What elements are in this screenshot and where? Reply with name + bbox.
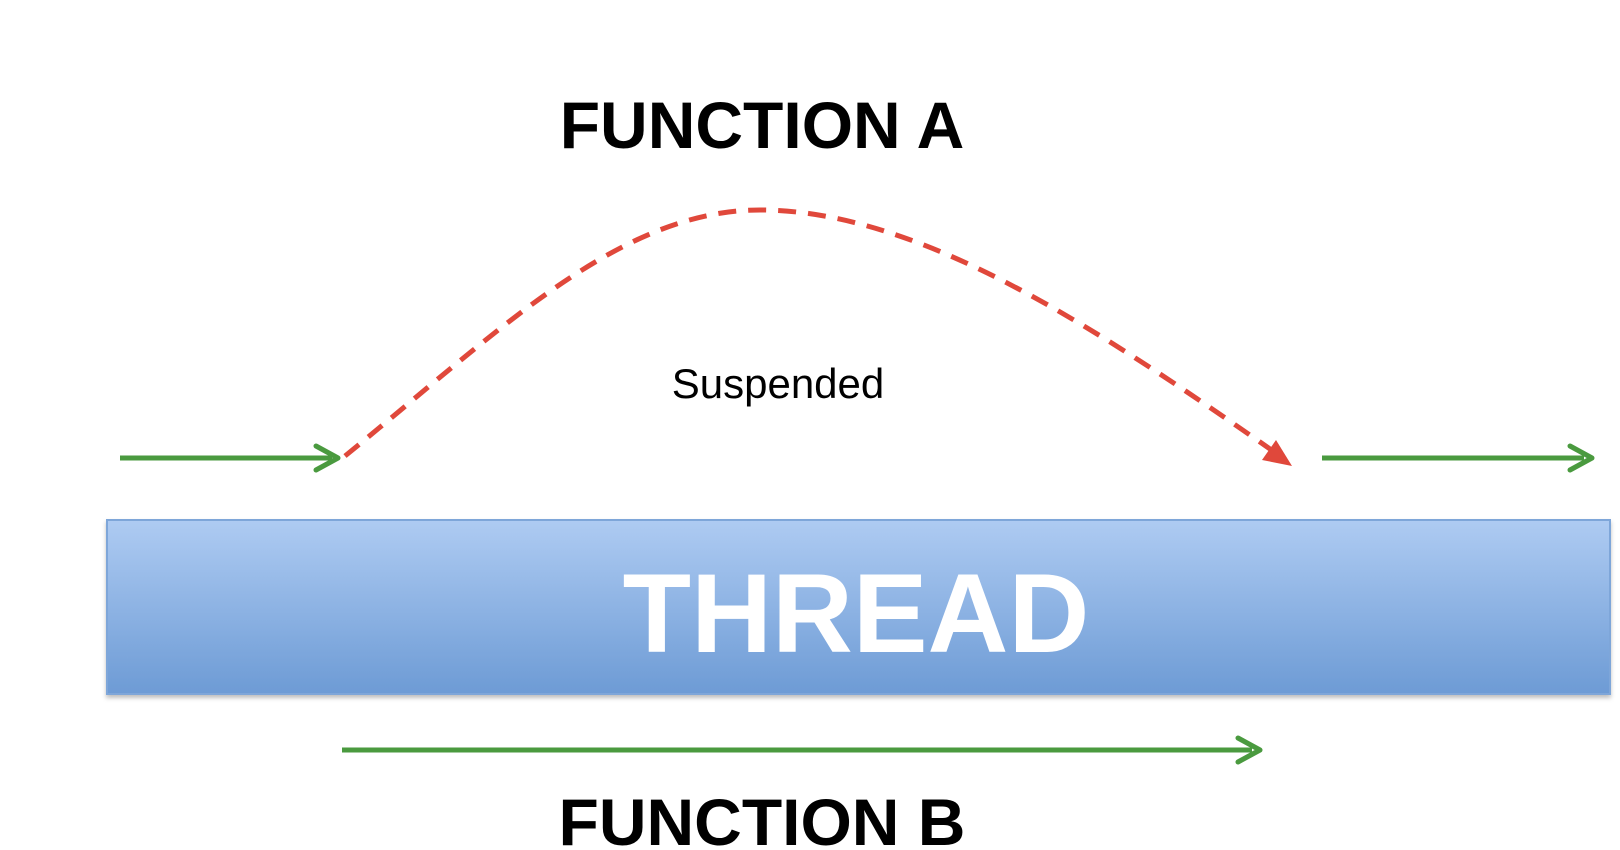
outgoing-arrowhead-icon bbox=[1567, 443, 1595, 473]
thread-bar bbox=[106, 519, 1611, 695]
incoming-arrowhead-icon bbox=[313, 443, 341, 473]
suspended-arrowhead-icon bbox=[1262, 440, 1292, 466]
function-b-label: FUNCTION B bbox=[559, 785, 966, 850]
suspended-dashed-arrow bbox=[343, 207, 1282, 459]
thread-label: THREAD bbox=[623, 551, 1090, 676]
function-b-arrowhead-icon bbox=[1235, 735, 1263, 765]
suspended-label: Suspended bbox=[672, 360, 885, 407]
function-a-label: FUNCTION A bbox=[560, 88, 965, 162]
